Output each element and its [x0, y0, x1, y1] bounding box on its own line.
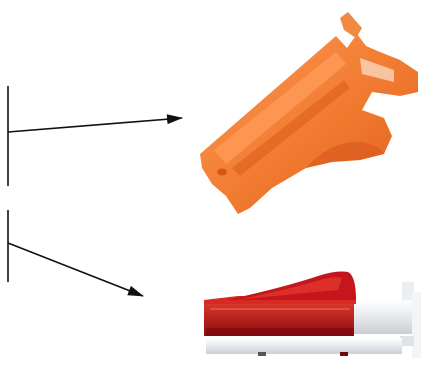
red-cartridge-part [204, 272, 421, 359]
orange-grip-part [200, 12, 418, 214]
arrow-to-red-cartridge [8, 243, 143, 296]
arrow-to-orange-grip [8, 118, 182, 132]
